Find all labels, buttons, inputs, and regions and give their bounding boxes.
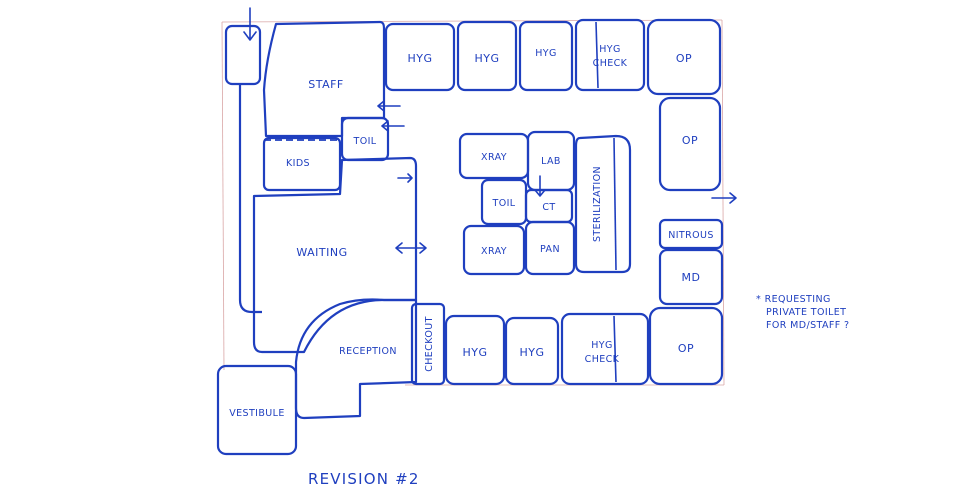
label-sterilization: STERILIZATION bbox=[592, 166, 603, 242]
note-line-2: PRIVATE TOILET bbox=[766, 307, 846, 318]
room-op-top-right bbox=[646, 18, 722, 96]
room-hyg-top-3 bbox=[518, 20, 574, 92]
label-pan: PAN bbox=[540, 244, 560, 255]
label-vestibule: VESTIBULE bbox=[229, 408, 285, 419]
label-staff: STAFF bbox=[308, 78, 344, 91]
room-pan bbox=[524, 220, 576, 276]
arrow-toil-1 bbox=[377, 100, 401, 112]
room-checkout bbox=[410, 302, 446, 386]
label-checkout: CHECKOUT bbox=[424, 316, 435, 372]
label-toil-staff: TOIL bbox=[353, 136, 377, 147]
label-reception: RECEPTION bbox=[339, 346, 397, 357]
room-hyg-top-2 bbox=[456, 20, 518, 92]
label-toil-center: TOIL bbox=[492, 198, 516, 209]
arrow-ct bbox=[534, 175, 546, 197]
room-nitrous bbox=[658, 218, 724, 250]
label-lab: LAB bbox=[541, 156, 561, 167]
room-hyg-check-bottom bbox=[560, 312, 650, 386]
note-line-1: * REQUESTING bbox=[756, 294, 831, 305]
room-hyg-bottom-2 bbox=[504, 316, 560, 386]
room-reception bbox=[294, 298, 418, 420]
label-hyg-check-top-2: CHECK bbox=[593, 58, 628, 69]
arrow-entry-top bbox=[243, 7, 257, 41]
label-waiting: WAITING bbox=[296, 246, 347, 259]
arrow-toil-2 bbox=[381, 120, 405, 132]
arrow-exit-right bbox=[711, 192, 737, 204]
label-xray-top: XRAY bbox=[481, 152, 507, 163]
label-op-right: OP bbox=[682, 134, 698, 147]
label-kids: KIDS bbox=[286, 158, 310, 169]
revision-title: REVISION #2 bbox=[308, 470, 420, 488]
room-vestibule bbox=[216, 364, 298, 456]
label-nitrous: NITROUS bbox=[668, 230, 714, 241]
label-hyg-check-bottom-2: CHECK bbox=[585, 354, 620, 365]
label-hyg-top-3: HYG bbox=[535, 48, 557, 59]
corridor-left bbox=[224, 24, 262, 86]
label-hyg-top-1: HYG bbox=[407, 52, 432, 65]
room-op-bottom-right bbox=[648, 306, 724, 386]
room-hyg-bottom-1 bbox=[444, 314, 506, 386]
arrow-waiting-bidir bbox=[395, 242, 427, 254]
hyg-check-bottom-divider bbox=[613, 315, 617, 383]
sterilization-divider bbox=[613, 137, 617, 271]
label-hyg-check-bottom-1: HYG bbox=[591, 340, 613, 351]
label-hyg-check-top-1: HYG bbox=[599, 44, 621, 55]
label-hyg-top-2: HYG bbox=[474, 52, 499, 65]
hyg-check-top-divider bbox=[595, 21, 599, 89]
label-hyg-bottom-1: HYG bbox=[462, 346, 487, 359]
label-op-bottom-right: OP bbox=[678, 342, 694, 355]
label-xray-bottom: XRAY bbox=[481, 246, 507, 257]
label-hyg-bottom-2: HYG bbox=[519, 346, 544, 359]
room-hyg-top-1 bbox=[384, 22, 456, 92]
label-op-top-right: OP bbox=[676, 52, 692, 65]
label-ct: CT bbox=[542, 202, 555, 213]
room-kids bbox=[262, 136, 342, 192]
room-sterilization bbox=[574, 134, 632, 274]
room-op-right bbox=[658, 96, 722, 192]
room-md bbox=[658, 248, 724, 306]
note-line-3: FOR MD/STAFF ? bbox=[766, 320, 849, 331]
arrow-waiting-small bbox=[397, 173, 413, 183]
room-waiting bbox=[252, 156, 418, 354]
room-xray-bottom bbox=[462, 224, 526, 276]
room-hyg-check-top bbox=[574, 18, 646, 92]
label-md: MD bbox=[682, 271, 701, 284]
corridor-left-strip bbox=[238, 84, 262, 314]
